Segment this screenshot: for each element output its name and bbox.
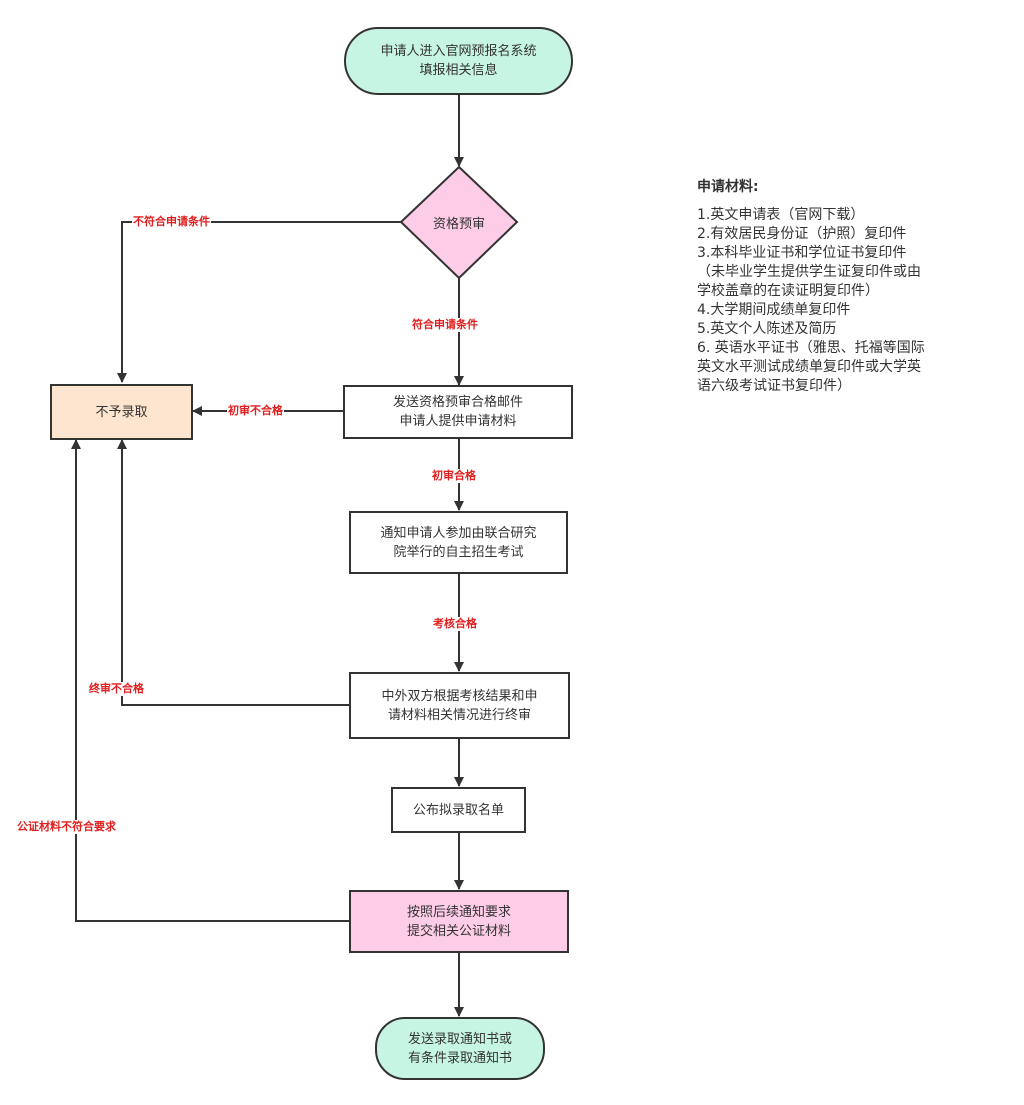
label-initial-fail: 初审不合格 xyxy=(227,404,284,418)
materials-item: 语六级考试证书复印件） xyxy=(697,378,851,394)
send-email-node: 发送资格预审合格邮件 申请人提供申请材料 xyxy=(343,385,573,439)
send-email-node-text: 发送资格预审合格邮件 申请人提供申请材料 xyxy=(392,395,523,429)
exam-notice-node-text: 通知申请人参加由联合研究 院举行的自主招生考试 xyxy=(380,525,537,560)
publish-list-node-text: 公布拟录取名单 xyxy=(412,802,504,818)
notarized-materials-node: 按照后续通知要求 提交相关公证材料 xyxy=(349,890,569,953)
materials-panel: 申请材料: 1.英文申请表（官网下载） 2.有效居民身份证（护照）复印件 3.本… xyxy=(697,176,1017,396)
start-node-text: 申请人进入官网预报名系统 填报相关信息 xyxy=(380,44,537,78)
label-initial-pass: 初审合格 xyxy=(431,469,477,483)
edge-notarized-to-reject xyxy=(71,439,349,922)
decision-diamond xyxy=(399,165,519,280)
label-final-fail: 终审不合格 xyxy=(88,682,145,696)
reject-node-text: 不予录取 xyxy=(95,404,148,420)
materials-item: （未毕业学生提供学生证复印件或由 xyxy=(697,264,921,280)
materials-item: 2.有效居民身份证（护照）复印件 xyxy=(697,226,907,242)
end-node: 发送录取通知书或 有条件录取通知书 xyxy=(375,1017,545,1080)
final-review-node: 中外双方根据考核结果和申 请材料相关情况进行终审 xyxy=(349,672,570,739)
materials-item: 4.大学期间成绩单复印件 xyxy=(697,302,851,318)
edge-final-to-reject xyxy=(117,439,349,706)
label-not-eligible: 不符合申请条件 xyxy=(132,215,211,229)
reject-node: 不予录取 xyxy=(50,384,193,440)
final-review-node-text: 中外双方根据考核结果和申 请材料相关情况进行终审 xyxy=(381,688,538,723)
publish-list-node: 公布拟录取名单 xyxy=(391,787,526,833)
label-exam-pass: 考核合格 xyxy=(432,617,478,631)
materials-item: 学校盖章的在读证明复印件） xyxy=(697,283,879,299)
label-notarized-fail: 公证材料不符合要求 xyxy=(16,820,117,834)
end-node-text: 发送录取通知书或 有条件录取通知书 xyxy=(407,1031,512,1066)
materials-item: 5.英文个人陈述及简历 xyxy=(697,321,837,337)
materials-item: 英文水平测试成绩单复印件或大学英 xyxy=(697,359,921,375)
edge-review-to-reject xyxy=(117,221,401,383)
exam-notice-node: 通知申请人参加由联合研究 院举行的自主招生考试 xyxy=(349,511,568,574)
materials-title: 申请材料: xyxy=(697,179,759,195)
label-eligible: 符合申请条件 xyxy=(411,318,479,332)
materials-item: 3.本科毕业证书和学位证书复印件 xyxy=(697,245,907,261)
materials-item: 1.英文申请表（官网下载） xyxy=(697,207,865,223)
notarized-materials-node-text: 按照后续通知要求 提交相关公证材料 xyxy=(406,904,511,939)
start-node: 申请人进入官网预报名系统 填报相关信息 xyxy=(344,27,573,95)
pre-review-label: 资格预审 xyxy=(432,217,485,232)
materials-item: 6. 英语水平证书（雅思、托福等国际 xyxy=(697,340,925,356)
